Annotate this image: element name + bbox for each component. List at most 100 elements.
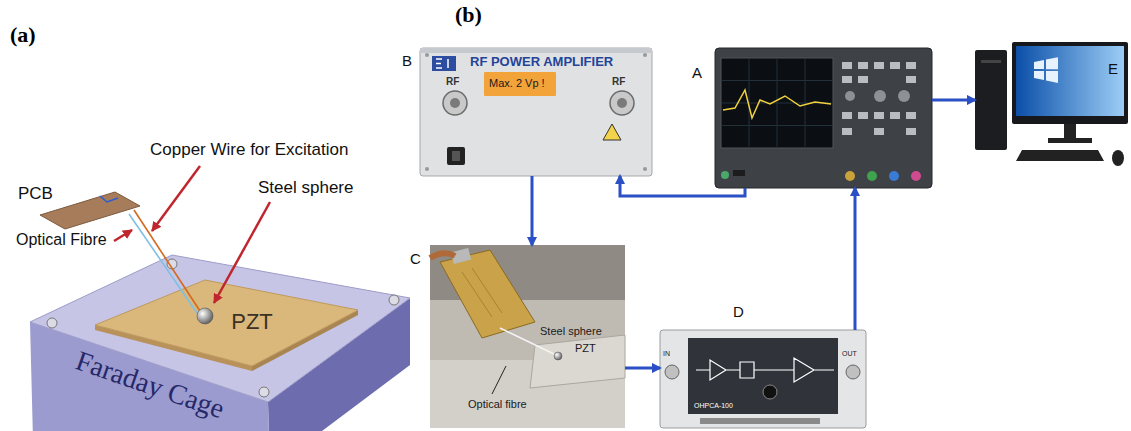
oscilloscope-photo	[898, 90, 910, 102]
pzt-plate-shape	[95, 280, 358, 371]
oscilloscope: A	[715, 48, 932, 188]
leader-arrow	[214, 202, 270, 303]
text-slot: Steel sphere	[258, 178, 353, 198]
oscilloscope-photo	[874, 90, 886, 102]
leader-arrow	[152, 166, 200, 231]
rf-amplifier-photo	[447, 147, 465, 165]
text-slot: A	[692, 64, 702, 81]
text-slot: (b)	[455, 2, 482, 27]
leader-arrow	[114, 166, 270, 303]
oscilloscope-photo	[715, 48, 932, 188]
oscilloscope-photo	[845, 171, 855, 181]
text-slot: Optical fibre	[468, 398, 527, 411]
oscilloscope-photo	[733, 170, 745, 176]
panel-letter: A	[692, 64, 702, 81]
node-text: PZT	[231, 309, 273, 334]
oscilloscope-photo	[911, 171, 921, 181]
pzt-plate-shape	[95, 280, 358, 366]
sensor-setup-photo	[554, 352, 562, 360]
node-text: Steel sphere	[540, 325, 602, 338]
text-slot: E	[1108, 60, 1118, 77]
computer-photo	[975, 50, 1007, 150]
oscilloscope-photo	[721, 171, 729, 179]
oscilloscope-photo	[721, 58, 833, 148]
text-slot: OUT	[842, 350, 857, 358]
rf-amplifier-photo	[643, 53, 647, 57]
charge-amplifier-photo	[700, 418, 820, 424]
excitation-wire	[134, 210, 200, 311]
signal-arrow	[854, 188, 857, 330]
sensor-setup: CSteel spherePZTOptical fibre	[430, 245, 625, 428]
computer-photo	[1012, 42, 1128, 124]
sensor-setup-photo	[530, 335, 625, 388]
steel-sphere	[197, 308, 213, 324]
text-slot: PZT	[231, 309, 273, 334]
text-slot: Faraday Cage	[72, 345, 229, 426]
faraday-cage-box	[259, 387, 269, 397]
oscilloscope-photo	[723, 90, 831, 118]
panel-letter: (b)	[455, 2, 482, 27]
rf-amplifier-photo	[420, 48, 652, 176]
charge-amplifier-photo	[846, 365, 860, 379]
faraday-cage: Faraday CagePZT	[25, 245, 417, 431]
rf-amplifier-photo	[436, 59, 448, 68]
node-text: PZT	[575, 342, 596, 355]
charge-amplifier-photo	[688, 338, 838, 414]
text-slot: RF POWER AMPLIFIER	[470, 55, 613, 70]
pcb-board	[100, 196, 118, 202]
charge-amplifier-photo	[763, 385, 777, 399]
sensor-setup-photo	[430, 245, 625, 428]
pcb-board	[40, 192, 140, 229]
optical-fibre-line	[129, 214, 197, 313]
node-text: Faraday Cage	[72, 345, 229, 426]
rf-amplifier-photo	[425, 53, 429, 57]
rf-amplifier-photo	[643, 167, 647, 171]
text-slot: C	[410, 250, 421, 267]
text-slot: Max. 2 Vp !	[489, 77, 545, 90]
node-text: RF	[612, 76, 625, 88]
oscilloscope-photo	[845, 91, 855, 101]
computer-photo	[981, 60, 1001, 63]
node-text: IN	[663, 350, 670, 358]
computer-photo	[1112, 150, 1124, 166]
signal-arrow	[932, 99, 975, 102]
charge-amplifier-photo	[660, 330, 866, 428]
text-slot: D	[733, 303, 744, 320]
part-label: Steel sphere	[258, 178, 353, 198]
panel-letter: E	[1108, 60, 1118, 77]
text-slot: RF	[612, 76, 625, 88]
rf-amplifier-photo	[420, 48, 652, 53]
node-text: OUT	[842, 350, 857, 358]
node-text: RF	[446, 76, 459, 88]
rf-amplifier-photo	[452, 151, 460, 161]
text-slot: PZT	[575, 342, 596, 355]
node-text: Optical fibre	[468, 398, 527, 411]
excitation-wire	[134, 210, 200, 311]
computer-photo	[975, 42, 1128, 166]
text-slot: Copper Wire for Excitation	[150, 140, 348, 160]
steel-sphere	[197, 308, 213, 324]
panel-letter: B	[402, 52, 412, 69]
text-slot: RF	[446, 76, 459, 88]
rf-amplifier-photo	[603, 124, 621, 140]
oscilloscope-photo	[715, 48, 932, 188]
text-slot: OHPCA-100	[694, 402, 733, 410]
computer-photo	[1048, 138, 1092, 143]
sensor-setup-photo	[492, 366, 506, 394]
signal-arrow	[625, 367, 660, 370]
leader-arrow	[114, 230, 132, 241]
charge-amplifier-photo	[665, 365, 679, 379]
node-text: OHPCA-100	[694, 402, 733, 410]
signal-arrow	[620, 176, 745, 196]
node-text: RF POWER AMPLIFIER	[470, 55, 613, 70]
faraday-cage-box	[30, 255, 410, 431]
part-label: PCB	[18, 184, 53, 204]
oscilloscope-photo	[842, 62, 916, 135]
rf-amplifier-photo	[432, 56, 456, 71]
oscilloscope-photo	[867, 171, 877, 181]
text-slot: (a)	[10, 22, 36, 47]
panel-letter: D	[733, 303, 744, 320]
signal-arrow	[531, 176, 534, 245]
node-text: Max. 2 Vp !	[489, 77, 545, 90]
